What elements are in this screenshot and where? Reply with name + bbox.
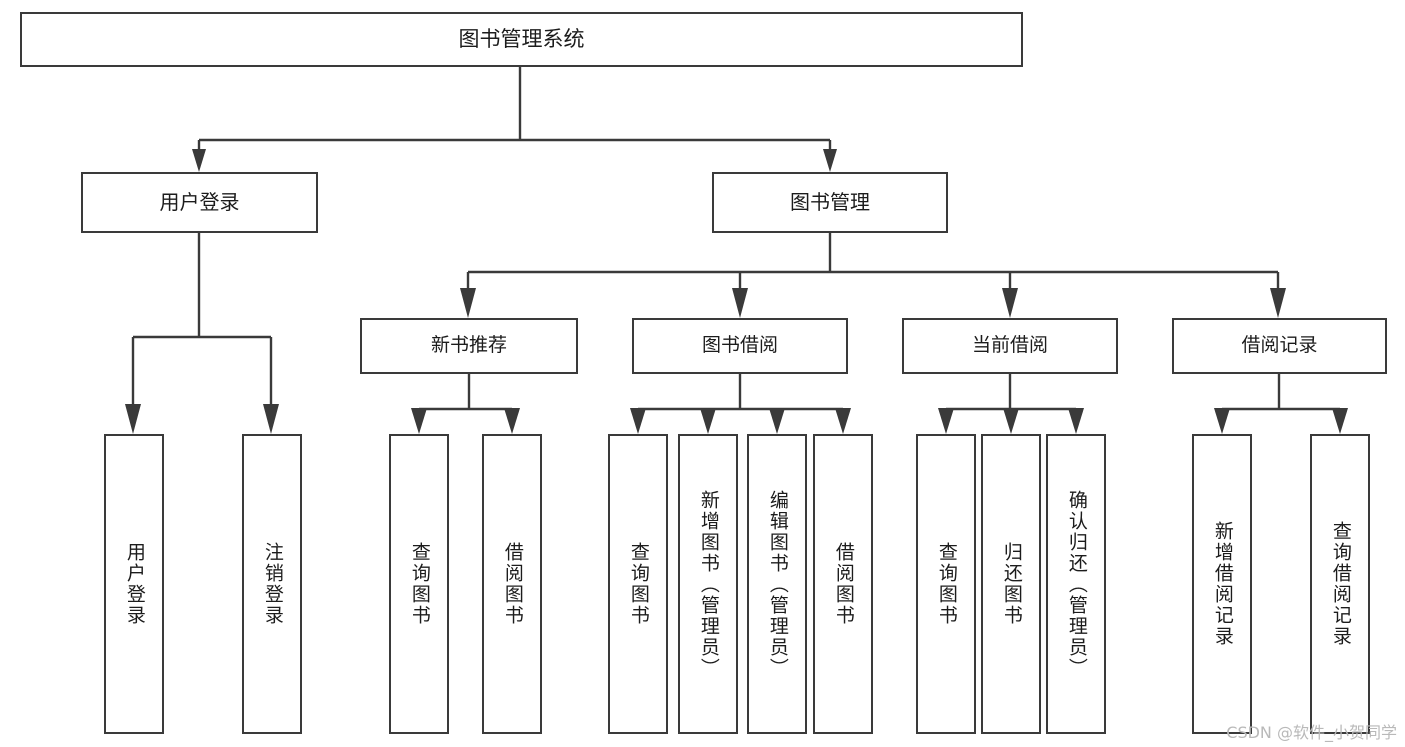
node-new-book-rec[interactable]: 新书推荐 bbox=[360, 318, 578, 374]
arrow-current-borrow bbox=[1002, 288, 1018, 318]
leaf-label: 用户登录 bbox=[123, 542, 146, 626]
leaf-new-book-rec-1[interactable]: 查询图书 bbox=[389, 434, 449, 734]
leaf-label: 新增借阅记录 bbox=[1211, 521, 1234, 647]
arrow-user-login-leaf-2 bbox=[263, 404, 279, 434]
arrow-new-book-rec bbox=[460, 288, 476, 318]
leaf-current-borrow-3[interactable]: 确认归还（管理员） bbox=[1046, 434, 1106, 734]
arrow-cb-leaf-2 bbox=[1003, 408, 1019, 434]
node-book-manage-label: 图书管理 bbox=[790, 190, 870, 214]
leaf-book-borrow-2[interactable]: 新增图书（管理员） bbox=[678, 434, 738, 734]
arrow-bb-leaf-2 bbox=[700, 408, 716, 434]
arrow-br-leaf-2 bbox=[1332, 408, 1348, 434]
node-book-borrow-label: 图书借阅 bbox=[701, 334, 778, 357]
leaf-label: 查询借阅记录 bbox=[1329, 521, 1352, 647]
leaf-label: 借阅图书 bbox=[501, 542, 524, 626]
arrow-cb-leaf-3 bbox=[1068, 408, 1084, 434]
node-book-borrow[interactable]: 图书借阅 bbox=[632, 318, 848, 374]
leaf-user-login-1[interactable]: 用户登录 bbox=[104, 434, 164, 734]
arrow-user-login-leaf-1 bbox=[125, 404, 141, 434]
leaf-label: 编辑图书（管理员） bbox=[766, 489, 789, 679]
node-new-book-rec-label: 新书推荐 bbox=[430, 334, 507, 357]
leaf-label: 查询图书 bbox=[627, 542, 650, 626]
leaf-book-borrow-1[interactable]: 查询图书 bbox=[608, 434, 668, 734]
leaf-user-login-2[interactable]: 注销登录 bbox=[242, 434, 302, 734]
watermark: CSDN @软件_小贺同学 bbox=[1226, 723, 1397, 742]
leaf-label: 归还图书 bbox=[1000, 542, 1023, 626]
arrow-to-user-login bbox=[192, 149, 206, 172]
leaf-book-borrow-4[interactable]: 借阅图书 bbox=[813, 434, 873, 734]
arrow-to-book-manage bbox=[823, 149, 837, 172]
leaf-new-book-rec-2[interactable]: 借阅图书 bbox=[482, 434, 542, 734]
leaf-label: 注销登录 bbox=[261, 542, 284, 626]
node-root[interactable]: 图书管理系统 bbox=[20, 12, 1023, 67]
node-current-borrow-label: 当前借阅 bbox=[971, 334, 1048, 357]
node-user-login[interactable]: 用户登录 bbox=[81, 172, 318, 233]
leaf-borrow-record-1[interactable]: 新增借阅记录 bbox=[1192, 434, 1252, 734]
leaf-label: 借阅图书 bbox=[832, 542, 855, 626]
arrow-bb-leaf-4 bbox=[835, 408, 851, 434]
leaf-label: 查询图书 bbox=[935, 542, 958, 626]
arrow-nbr-leaf-1 bbox=[411, 408, 427, 434]
arrow-bb-leaf-3 bbox=[769, 408, 785, 434]
node-current-borrow[interactable]: 当前借阅 bbox=[902, 318, 1118, 374]
arrow-cb-leaf-1 bbox=[938, 408, 954, 434]
arrow-bb-leaf-1 bbox=[630, 408, 646, 434]
node-user-login-label: 用户登录 bbox=[159, 190, 240, 214]
leaf-label: 确认归还（管理员） bbox=[1065, 489, 1088, 679]
arrow-br-leaf-1 bbox=[1214, 408, 1230, 434]
node-book-manage[interactable]: 图书管理 bbox=[712, 172, 948, 233]
node-root-label: 图书管理系统 bbox=[458, 27, 585, 52]
leaf-current-borrow-2[interactable]: 归还图书 bbox=[981, 434, 1041, 734]
leaf-label: 查询图书 bbox=[408, 542, 431, 626]
leaf-label: 新增图书（管理员） bbox=[697, 489, 720, 679]
arrow-book-borrow bbox=[732, 288, 748, 318]
arrow-nbr-leaf-2 bbox=[504, 408, 520, 434]
leaf-current-borrow-1[interactable]: 查询图书 bbox=[916, 434, 976, 734]
arrow-borrow-record bbox=[1270, 288, 1286, 318]
node-borrow-record-label: 借阅记录 bbox=[1241, 334, 1318, 357]
leaf-borrow-record-2[interactable]: 查询借阅记录 bbox=[1310, 434, 1370, 734]
leaf-book-borrow-3[interactable]: 编辑图书（管理员） bbox=[747, 434, 807, 734]
node-borrow-record[interactable]: 借阅记录 bbox=[1172, 318, 1387, 374]
